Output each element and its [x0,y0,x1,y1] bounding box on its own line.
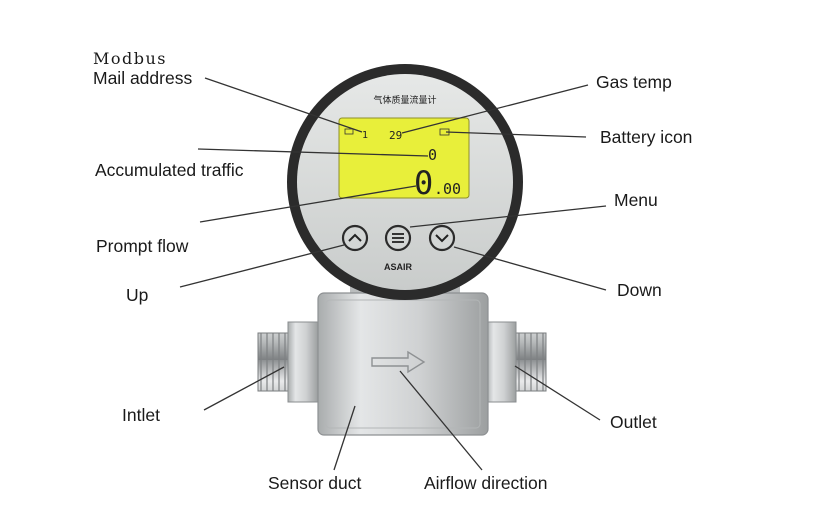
face-title: 气体质量流量计 [373,94,436,106]
leader-outlet [515,366,600,420]
lcd-address: 1 [362,130,368,141]
label-accumulated-traffic: Accumulated traffic [95,160,244,180]
gauge-head: 气体质量流量计 1 29 0 0 .00 [287,64,523,300]
label-outlet: Outlet [610,412,657,432]
menu-button[interactable] [386,226,410,250]
label-battery-icon: Battery icon [600,127,692,147]
label-down: Down [617,280,662,300]
sensor-duct-body [318,293,488,435]
lcd-flow-dec: .00 [434,180,461,198]
label-inlet: Intlet [122,405,160,425]
leader-up [180,245,344,287]
label-mail-address: Mail address [93,68,192,88]
label-sensor-duct: Sensor duct [268,473,362,493]
label-modbus: Modbus [93,49,167,68]
lcd-flow-int: 0 [414,164,433,202]
lcd-temperature: 29 [389,129,402,142]
label-menu: Menu [614,190,658,210]
outlet-fitting [486,322,546,402]
label-airflow-direction: Airflow direction [424,473,548,493]
lcd-accumulated: 0 [428,146,437,164]
down-button[interactable] [430,226,454,250]
label-prompt-flow: Prompt flow [96,236,189,256]
up-button[interactable] [343,226,367,250]
flowmeter-device: 气体质量流量计 1 29 0 0 .00 [258,64,546,435]
inlet-fitting [258,322,318,402]
label-up: Up [126,285,148,305]
label-gas-temp: Gas temp [596,72,672,92]
brand-logo: ASAIR [384,262,413,272]
